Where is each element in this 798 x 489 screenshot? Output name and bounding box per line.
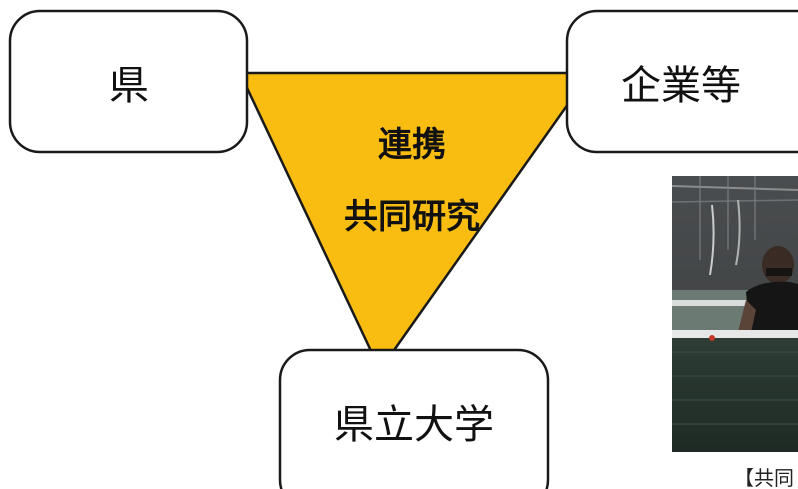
- node-companies-box: [565, 9, 798, 154]
- node-prefecture: 県: [8, 9, 249, 154]
- center-label-cooperation: 連携: [378, 125, 446, 165]
- photo-caption: 【共同: [734, 466, 794, 489]
- node-companies-label: 企業等: [621, 63, 741, 109]
- node-prefecture-box: [8, 9, 249, 154]
- node-university: 県立大学: [278, 348, 550, 489]
- center-label-joint-research: 共同研究: [344, 197, 480, 237]
- node-university-box: [278, 348, 550, 489]
- node-university-label: 県立大学: [334, 402, 494, 448]
- lab-photo: [672, 176, 798, 452]
- collaboration-triangle: [238, 71, 592, 372]
- node-prefecture-label: 県: [109, 63, 149, 109]
- node-companies: 企業等: [565, 9, 798, 154]
